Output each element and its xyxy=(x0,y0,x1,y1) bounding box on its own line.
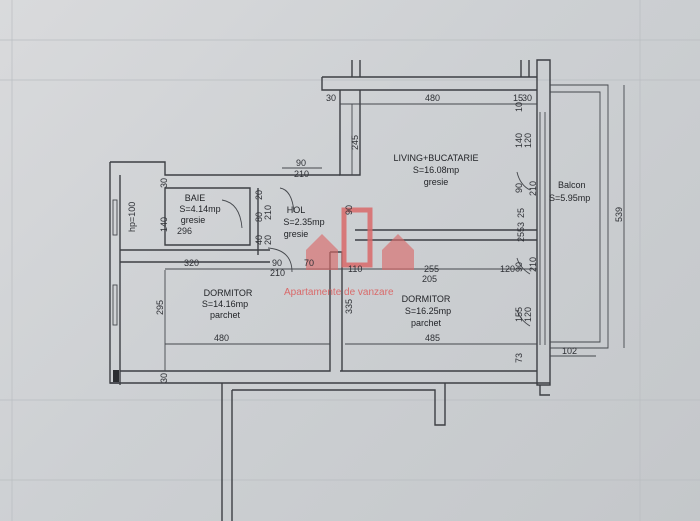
dim-d2-120: 120 xyxy=(523,307,533,322)
watermark-logo xyxy=(306,207,414,270)
dim-hol-210a: 210 xyxy=(263,205,273,220)
room-living: LIVING+BUCATARIE S=16.08mp gresie xyxy=(394,153,479,187)
dimension-labels: 480 30 15 30 245 90 210 140 120 10 30 14… xyxy=(127,93,624,383)
dim-mid-53: 53 xyxy=(516,222,526,232)
dim-baie-hp: hp=100 xyxy=(127,202,137,232)
dim-d1-480: 480 xyxy=(214,333,229,343)
dim-top-480: 480 xyxy=(425,93,440,103)
dim-hol-80: 80 xyxy=(254,212,264,222)
room-dormitor-1-floor: parchet xyxy=(210,310,241,320)
dim-top-30-right: 30 xyxy=(522,93,532,103)
dim-d2-485: 485 xyxy=(425,333,440,343)
dim-d2-155: 155 xyxy=(514,307,524,322)
dim-baie-140: 140 xyxy=(159,217,169,232)
room-living-name: LIVING+BUCATARIE xyxy=(394,153,479,163)
dim-right-210: 210 xyxy=(528,181,538,196)
room-dormitor-1: DORMITOR S=14.16mp parchet xyxy=(202,288,253,320)
room-living-area: S=16.08mp xyxy=(413,165,459,175)
dim-balcon-539: 539 xyxy=(614,207,624,222)
dim-balcon-102: 102 xyxy=(562,346,577,356)
dim-hol-90: 90 xyxy=(344,205,354,215)
dim-mid-70: 70 xyxy=(304,258,314,268)
dim-mid-90: 90 xyxy=(272,258,282,268)
dim-living-10: 10 xyxy=(514,102,524,112)
room-balcon-name: Balcon xyxy=(558,180,586,190)
dim-right-90: 90 xyxy=(514,183,524,193)
room-baie-name: BAIE xyxy=(185,193,206,203)
dim-d1-30: 30 xyxy=(159,373,169,383)
dim-living-140: 140 xyxy=(514,133,524,148)
room-dormitor-2-floor: parchet xyxy=(411,318,442,328)
room-baie: BAIE S=4.14mp gresie xyxy=(179,193,220,225)
room-living-floor: gresie xyxy=(424,177,449,187)
dim-hol-40: 40 xyxy=(254,235,264,245)
dim-mid-210: 210 xyxy=(270,268,285,278)
dim-living-90: 90 xyxy=(296,158,306,168)
room-baie-area: S=4.14mp xyxy=(179,204,220,214)
dim-hol-20a: 20 xyxy=(254,190,264,200)
dim-top-15: 15 xyxy=(513,93,523,103)
room-dormitor-1-name: DORMITOR xyxy=(204,288,253,298)
room-dormitor-2-area: S=16.25mp xyxy=(405,306,451,316)
dim-baie-30: 30 xyxy=(159,178,169,188)
dim-d2-73: 73 xyxy=(514,353,524,363)
dim-mid-320: 320 xyxy=(184,258,199,268)
room-balcon-area: S=5.95mp xyxy=(549,193,590,203)
dim-right-210b: 210 xyxy=(528,257,538,272)
room-hol: HOL S=2.35mp gresie xyxy=(283,205,324,239)
balcony-outline xyxy=(539,84,609,349)
room-dormitor-2-name: DORMITOR xyxy=(402,294,451,304)
dim-living-120: 120 xyxy=(523,133,533,148)
dim-mid-255: 255 xyxy=(424,264,439,274)
room-hol-floor: gresie xyxy=(284,229,309,239)
dim-baie-296: 296 xyxy=(177,226,192,236)
dimension-lines xyxy=(164,85,625,371)
dim-right-90b: 90 xyxy=(514,262,524,272)
dim-living-245: 245 xyxy=(350,135,360,150)
room-balcon: Balcon S=5.95mp xyxy=(549,180,590,203)
dim-top-30-left: 30 xyxy=(326,93,336,103)
dim-mid-205: 205 xyxy=(422,274,437,284)
dim-mid-120: 120 xyxy=(500,264,515,274)
dim-mid-25: 25 xyxy=(516,208,526,218)
room-hol-area: S=2.35mp xyxy=(283,217,324,227)
room-dormitor-1-area: S=14.16mp xyxy=(202,299,248,309)
watermark-text: Apartamente de vanzare xyxy=(284,287,394,298)
dim-hol-20b: 20 xyxy=(263,235,273,245)
doors xyxy=(221,171,531,327)
room-baie-floor: gresie xyxy=(181,215,206,225)
room-hol-name: HOL xyxy=(287,205,306,215)
windows xyxy=(112,199,119,382)
dim-living-210: 210 xyxy=(294,169,309,179)
walls xyxy=(109,59,551,521)
dim-d2-335: 335 xyxy=(344,299,354,314)
dim-mid-110: 110 xyxy=(348,264,362,274)
dim-d1-295: 295 xyxy=(155,300,165,315)
room-dormitor-2: DORMITOR S=16.25mp parchet xyxy=(402,294,452,328)
dim-mid-25b: 25 xyxy=(516,232,526,242)
